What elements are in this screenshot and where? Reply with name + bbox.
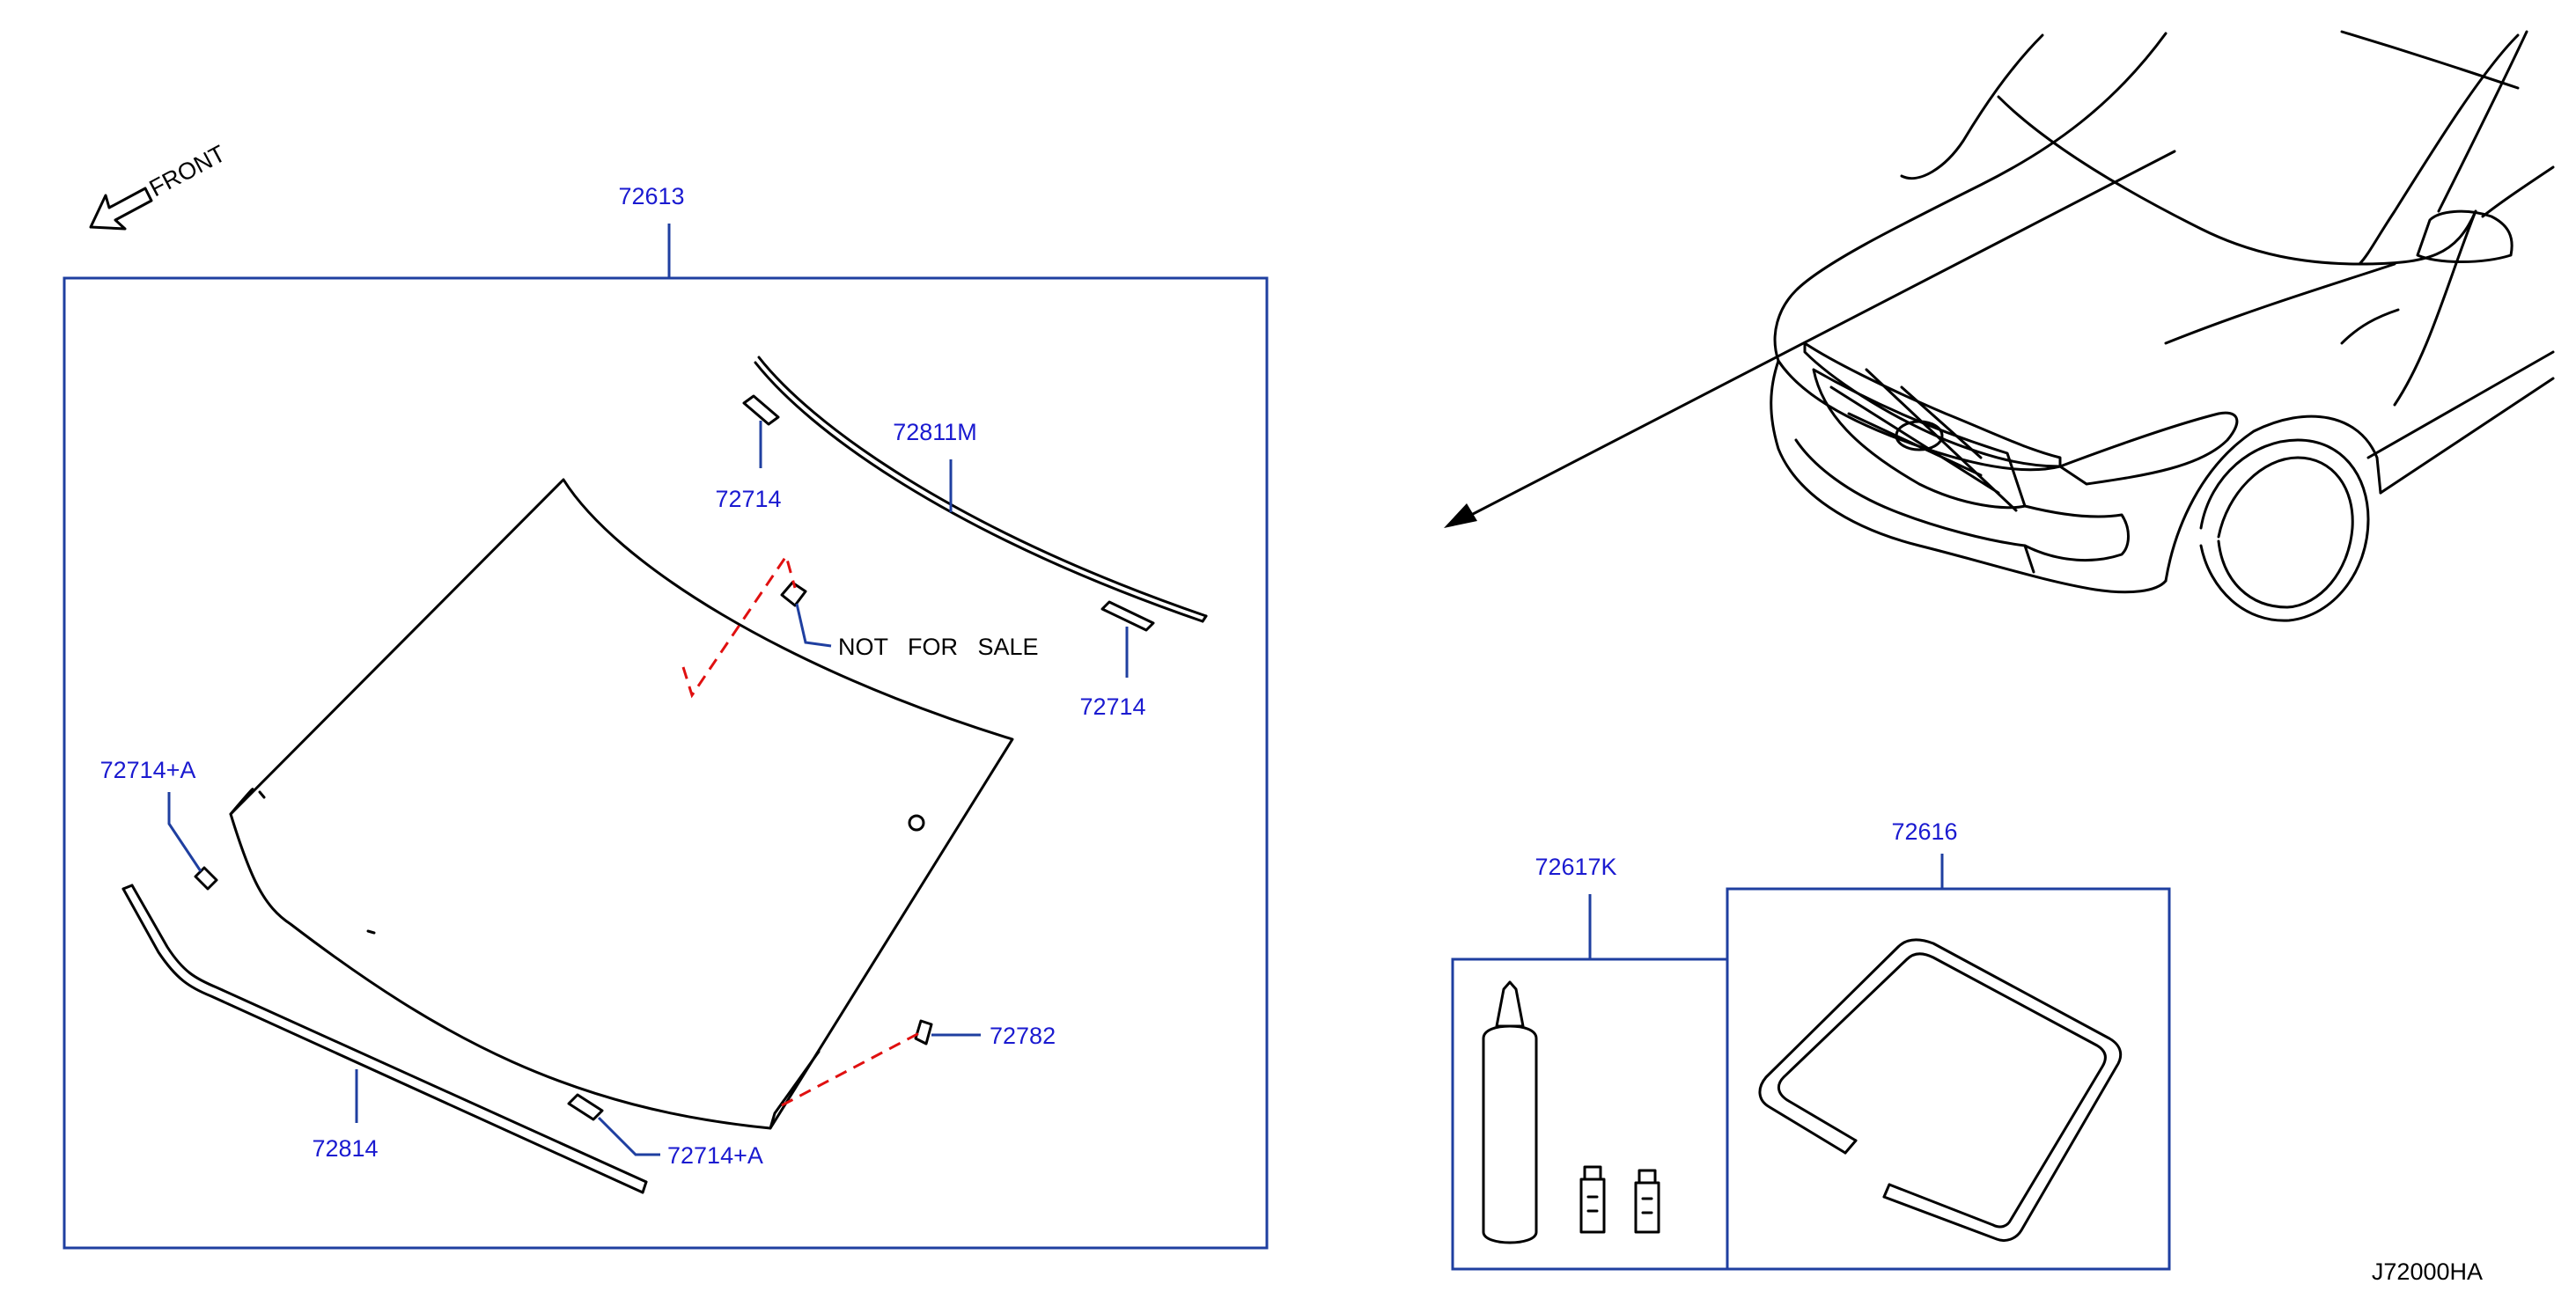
windshield-glass <box>229 478 1014 1130</box>
clip-bottom <box>567 1093 660 1156</box>
clip-top-right <box>1100 600 1155 678</box>
callout-moulding-bottom[interactable]: 72814 <box>312 1135 378 1162</box>
front-arrow-icon <box>89 187 153 231</box>
not-for-sale-bracket <box>681 553 832 699</box>
callout-clip-left[interactable]: 72714+A <box>100 757 196 783</box>
callout-moulding-top[interactable]: 72811M <box>893 419 977 445</box>
view-direction-arrow-icon <box>1444 150 2176 528</box>
front-label: FRONT <box>145 140 230 202</box>
bottom-moulding <box>121 884 648 1194</box>
vehicle-illustration <box>1770 30 2555 622</box>
diagram-code: J72000HA <box>2372 1258 2483 1285</box>
callout-assembly-box[interactable]: 72613 <box>618 183 684 209</box>
stud <box>781 1019 981 1107</box>
dam-rubber-kit-box <box>1726 854 2171 1271</box>
top-moulding <box>754 356 1208 623</box>
callout-clip-bottom[interactable]: 72714+A <box>667 1142 763 1169</box>
clip-top-left <box>742 394 780 468</box>
callout-dam-rubber-kit[interactable]: 72616 <box>1891 818 1957 845</box>
callout-clip-top-right[interactable]: 72714 <box>1079 693 1145 720</box>
clip-left <box>167 792 218 891</box>
callout-sealant-kit[interactable]: 72617K <box>1535 854 1616 880</box>
callout-clip-top-left[interactable]: 72714 <box>715 486 781 512</box>
sealant-kit-box <box>1451 894 1729 1271</box>
assembly-box <box>63 224 1269 1250</box>
note-not-for-sale: NOT FOR SALE <box>838 634 1039 660</box>
callout-stud[interactable]: 72782 <box>990 1023 1056 1049</box>
